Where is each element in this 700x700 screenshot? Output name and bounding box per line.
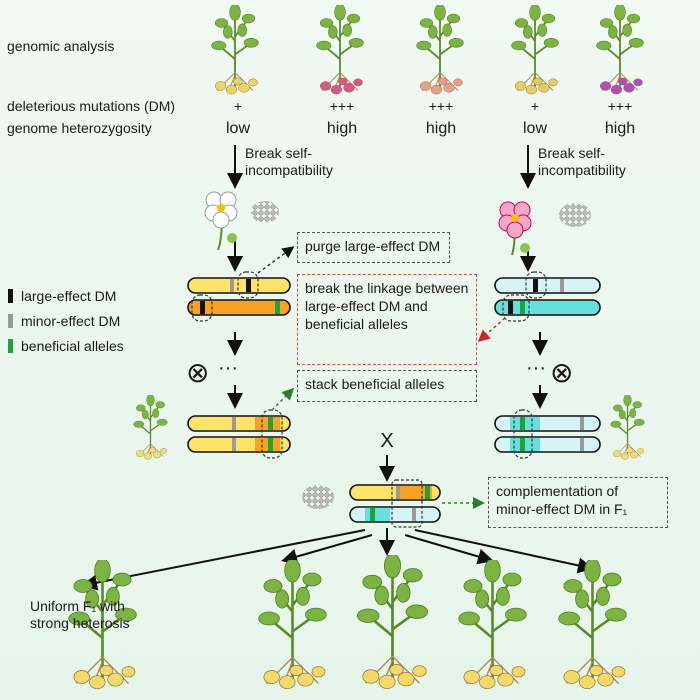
dots-right: ···: [526, 357, 546, 379]
break-linkage-box: break the linkage between large-effect D…: [297, 274, 477, 365]
dm-value: +++: [329, 98, 355, 114]
dots-left: ···: [218, 357, 238, 379]
seeds-f1: [302, 485, 334, 509]
flower-left: [204, 191, 238, 251]
legend-minor-effect: minor-effect DM: [8, 313, 120, 329]
plant-5: [595, 5, 645, 95]
genomic-analysis-label: genomic analysis: [7, 38, 115, 54]
f1-plants: [67, 555, 628, 690]
plant-2: [315, 5, 365, 95]
plant-3: [415, 5, 465, 95]
plant-1: [210, 5, 260, 95]
result-label: Uniform F₁ with strong heterosis: [30, 598, 130, 631]
legend-large-effect: large-effect DM: [8, 288, 116, 304]
plant-mid-left: [132, 395, 169, 460]
dm-value: +: [233, 98, 243, 114]
top-plants: [210, 5, 645, 95]
plant-mid-right: [609, 395, 646, 460]
het-value: high: [326, 120, 358, 137]
heterozygosity-label: genome heterozygosity: [7, 120, 152, 136]
purge-box: purge large-effect DM: [297, 232, 450, 263]
het-value: high: [604, 120, 636, 137]
dm-value: +: [530, 98, 540, 114]
het-value: low: [225, 120, 251, 137]
dm-value: +++: [607, 98, 633, 114]
break-si-left: Break self- incompatibility: [245, 145, 333, 178]
het-value: low: [522, 120, 548, 137]
dm-label: deleterious mutations (DM): [7, 98, 176, 114]
seeds-left: [251, 201, 279, 223]
seeds-right: [559, 203, 591, 227]
het-value: high: [425, 120, 457, 137]
selfing-icon: ⊗: [186, 357, 210, 388]
break-si-right: Break self- incompatibility: [538, 145, 626, 178]
complementation-box: complementation of minor-effect DM in F₁: [488, 477, 668, 528]
cross-symbol: X: [380, 430, 394, 452]
legend-beneficial: beneficial alleles: [8, 338, 124, 354]
flower-right: [498, 201, 532, 256]
dm-value: +++: [428, 98, 454, 114]
selfing-icon: ⊗: [550, 357, 574, 388]
plant-4: [510, 5, 560, 95]
stack-box: stack beneficial alleles: [297, 370, 477, 402]
